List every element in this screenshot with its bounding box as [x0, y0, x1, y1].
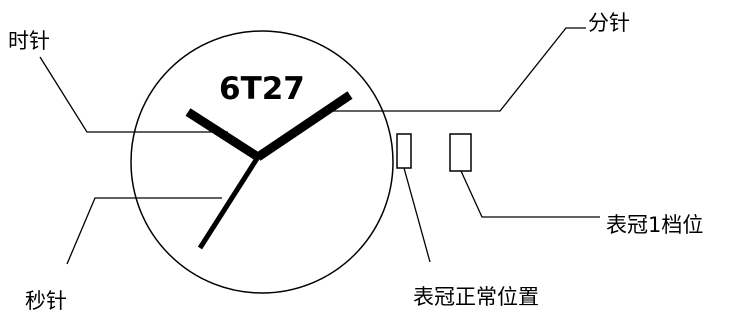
crown-normal-leader — [403, 167, 431, 263]
crown-first-click-label: 表冠1档位 — [606, 213, 703, 237]
minute-hand-label: 分针 — [588, 11, 630, 35]
movement-model-label: 6T27 — [219, 71, 305, 107]
crown-normal-label: 表冠正常位置 — [413, 285, 539, 309]
second-hand-label: 秒针 — [25, 289, 67, 313]
watch-dial — [130, 30, 394, 294]
minute-hand-leader — [333, 27, 586, 112]
minute-hand — [255, 91, 353, 161]
hour-hand-leader — [39, 56, 228, 133]
hour-hand-label: 时针 — [8, 29, 50, 53]
crown-first-click-position — [449, 133, 472, 172]
second-hand-leader — [66, 197, 222, 265]
crown-normal-position — [396, 133, 412, 169]
crown-first-click-leader — [460, 170, 600, 218]
hour-hand — [185, 108, 261, 161]
second-hand — [197, 155, 261, 250]
